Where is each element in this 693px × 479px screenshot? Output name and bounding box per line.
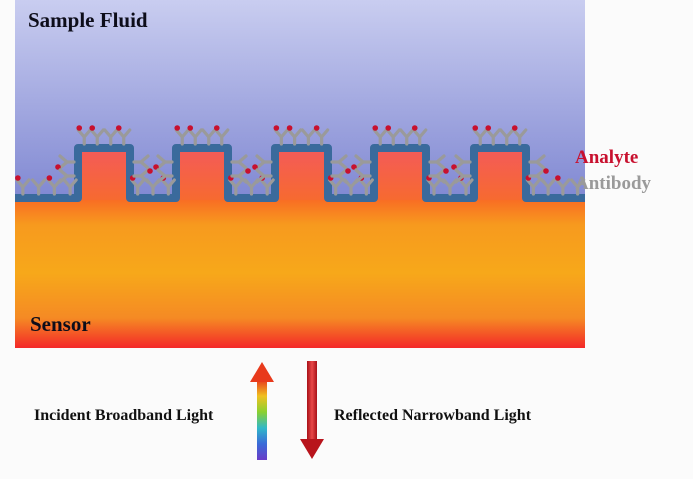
antibody xyxy=(201,128,217,146)
antibody xyxy=(570,178,586,196)
antibody xyxy=(525,175,541,196)
antibody xyxy=(454,168,472,184)
antibody xyxy=(89,125,105,146)
analyte-molecule xyxy=(472,125,479,131)
analyte-molecule xyxy=(252,164,258,170)
antibody xyxy=(330,154,348,170)
antibody xyxy=(273,125,289,146)
analyte-molecule xyxy=(313,125,320,131)
antibody xyxy=(153,154,174,170)
antibody xyxy=(354,168,372,184)
antibody xyxy=(411,125,428,146)
antibody xyxy=(555,175,571,196)
grating-tooth xyxy=(176,148,228,200)
analyte-molecule xyxy=(351,164,357,170)
incident-light-arrow xyxy=(250,362,274,460)
antibody xyxy=(499,128,515,146)
antibody xyxy=(485,125,501,146)
antibody xyxy=(115,125,132,146)
antibody xyxy=(132,168,153,184)
analyte-molecule xyxy=(245,168,251,174)
antibody xyxy=(300,128,316,146)
antibody xyxy=(76,125,92,146)
antibody xyxy=(286,125,303,146)
antibody xyxy=(451,154,472,170)
antibody-layer xyxy=(15,125,586,196)
grating-tooth xyxy=(78,148,130,200)
grating-tooth xyxy=(275,148,328,200)
antibody xyxy=(528,154,546,170)
antibody xyxy=(528,168,549,184)
antibody xyxy=(58,168,76,184)
antibody xyxy=(132,154,150,170)
analyte-molecule xyxy=(273,125,280,131)
antibody xyxy=(230,154,248,170)
grating-surface xyxy=(15,144,585,202)
analyte-molecule xyxy=(46,175,53,181)
analyte-molecule xyxy=(451,164,457,170)
antibody xyxy=(399,128,415,146)
sample-fluid-label: Sample Fluid xyxy=(28,8,148,32)
analyte-label: Analyte xyxy=(575,147,639,168)
incident-light-label: Incident Broadband Light xyxy=(34,407,214,424)
antibody xyxy=(255,168,273,184)
antibody xyxy=(156,168,174,184)
analyte-molecule xyxy=(485,125,492,131)
analyte-molecule xyxy=(372,125,379,131)
analyte-molecule xyxy=(511,125,518,131)
antibody xyxy=(230,168,251,184)
antibody-label: Antibody xyxy=(575,173,652,194)
analyte-molecule xyxy=(286,125,293,131)
antibody xyxy=(372,125,388,146)
analyte-molecule xyxy=(174,125,181,131)
analyte-molecule xyxy=(89,125,96,131)
analyte-molecule xyxy=(443,168,449,174)
antibody xyxy=(174,125,190,146)
analyte-molecule xyxy=(213,125,220,131)
reflected-light-label: Reflected Narrowband Light xyxy=(334,407,532,424)
analyte-molecule xyxy=(147,168,153,174)
antibody xyxy=(385,125,401,146)
antibody xyxy=(313,125,330,146)
analyte-molecule xyxy=(385,125,392,131)
analyte-molecule xyxy=(187,125,194,131)
antibody xyxy=(472,125,488,146)
analyte-molecule xyxy=(115,125,122,131)
antibody xyxy=(62,178,78,196)
antibody xyxy=(31,178,47,196)
grating-tooth xyxy=(374,148,426,200)
sensor-label: Sensor xyxy=(30,312,91,336)
analyte-molecule xyxy=(76,125,83,131)
antibody xyxy=(103,128,119,146)
grating-tooth xyxy=(474,148,526,200)
analyte-molecule xyxy=(55,164,61,170)
grating-teeth xyxy=(78,148,526,200)
sensor-substrate xyxy=(15,198,585,348)
antibody xyxy=(228,175,244,196)
antibody xyxy=(351,154,372,170)
antibody xyxy=(511,125,528,146)
antibody xyxy=(428,168,449,184)
antibody xyxy=(213,125,230,146)
antibody xyxy=(55,154,76,170)
analyte-molecule xyxy=(15,175,21,181)
analyte-molecule xyxy=(345,168,351,174)
antibody xyxy=(330,168,351,184)
antibody xyxy=(252,154,273,170)
antibody xyxy=(15,175,31,196)
reflected-light-arrow xyxy=(300,361,324,459)
analyte-molecule xyxy=(411,125,418,131)
antibody xyxy=(187,125,203,146)
antibody xyxy=(428,154,446,170)
analyte-molecule xyxy=(543,168,549,174)
analyte-molecule xyxy=(153,164,159,170)
analyte-molecule xyxy=(555,175,561,181)
